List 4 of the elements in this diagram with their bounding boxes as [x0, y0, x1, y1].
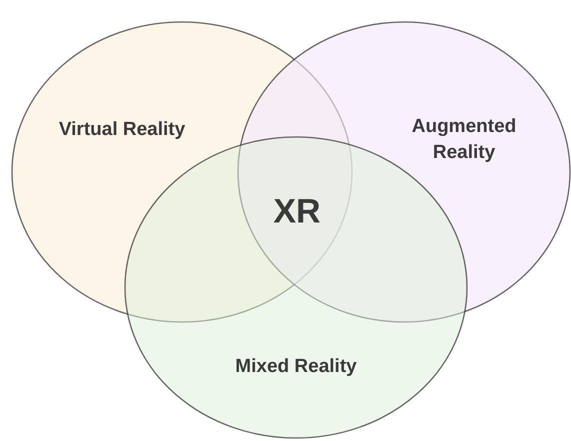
- circle-label: Augmented Reality: [410, 115, 518, 165]
- circle-label: Mixed Reality: [234, 355, 358, 379]
- intersection-label: XR: [273, 192, 321, 232]
- circle-label: Virtual Reality: [58, 118, 186, 142]
